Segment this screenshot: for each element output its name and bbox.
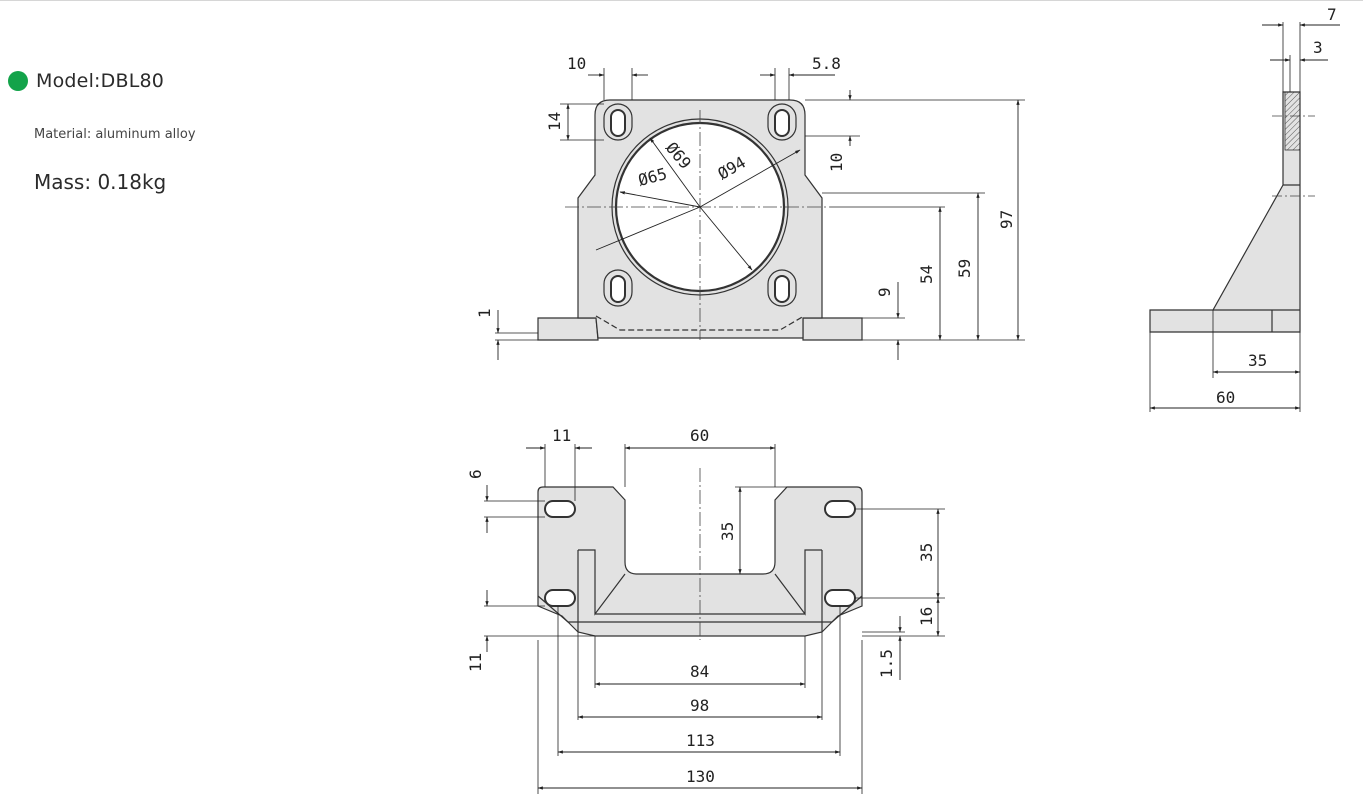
hidden-edge xyxy=(595,315,805,331)
front-base-right xyxy=(802,317,863,341)
dim-flange: 7 xyxy=(1327,5,1337,24)
side-dimension-text: 7 3 35 60 xyxy=(1216,5,1337,407)
side-centerlines xyxy=(1272,115,1315,197)
dim-inner-width: 84 xyxy=(690,662,709,681)
front-extension-lines xyxy=(495,68,1025,341)
model-name: Model:DBL80 xyxy=(36,70,165,92)
dim-top-offset: 10 xyxy=(827,153,846,172)
dim-slot-h: 6 xyxy=(466,469,485,479)
dim-center-height-inner: 54 xyxy=(917,265,936,284)
top-body xyxy=(537,486,863,637)
dim-lower-slot: 11 xyxy=(466,653,485,672)
dim-wall: 1.5 xyxy=(877,649,896,678)
product-info: Model:DBL80 xyxy=(8,70,164,92)
dim-hole-pitch: 113 xyxy=(686,731,715,750)
dim-cutout-depth: 35 xyxy=(718,522,737,541)
mass-text: Mass: 0.18kg xyxy=(34,170,167,194)
dim-slot-height: 14 xyxy=(545,112,564,131)
dim-total-height: 97 xyxy=(997,210,1016,229)
side-profile xyxy=(1149,91,1301,333)
top-dimension-text: 11 60 6 35 35 16 11 1.5 84 98 113 130 xyxy=(466,426,936,786)
dim-base-thickness: 1 xyxy=(475,308,494,318)
dim-total-width: 130 xyxy=(686,767,715,786)
dim-slot-offset: 5.8 xyxy=(812,54,841,73)
dim-slot-width: 10 xyxy=(567,54,586,73)
side-section-hatch xyxy=(1284,91,1301,151)
dim-total-depth: 60 xyxy=(1216,388,1235,407)
top-divider xyxy=(0,0,1363,1)
top-extension-lines xyxy=(484,444,945,794)
top-view: 11 60 6 35 35 16 11 1.5 84 98 113 130 xyxy=(466,426,945,794)
dim-base-depth: 35 xyxy=(1248,351,1267,370)
dim-lower-slot-height: 9 xyxy=(875,287,894,297)
status-dot xyxy=(8,71,28,91)
front-view: 10 5.8 14 10 Ø65 Ø69 Ø94 1 9 54 59 97 xyxy=(475,54,1025,360)
top-rails xyxy=(577,549,823,632)
front-diameter-leaders xyxy=(595,137,801,271)
front-slots xyxy=(603,103,797,307)
dim-slot-w: 11 xyxy=(552,426,571,445)
dim-center-height: 59 xyxy=(955,259,974,278)
side-view: 7 3 35 60 xyxy=(1149,5,1340,412)
front-centerlines xyxy=(565,110,830,340)
material-text: Material: aluminum alloy xyxy=(34,127,196,142)
top-dimension-lines xyxy=(485,446,940,790)
dim-rail-width: 98 xyxy=(690,696,709,715)
model-row: Model:DBL80 xyxy=(8,70,164,92)
dim-hole-spacing: 35 xyxy=(917,543,936,562)
dim-cutout-width: 60 xyxy=(690,426,709,445)
dim-groove: 3 xyxy=(1313,38,1323,57)
dim-edge-offset: 16 xyxy=(917,607,936,626)
side-dimension-lines xyxy=(1149,23,1340,410)
front-dimension-lines xyxy=(496,73,1020,360)
front-base-left xyxy=(537,317,599,341)
